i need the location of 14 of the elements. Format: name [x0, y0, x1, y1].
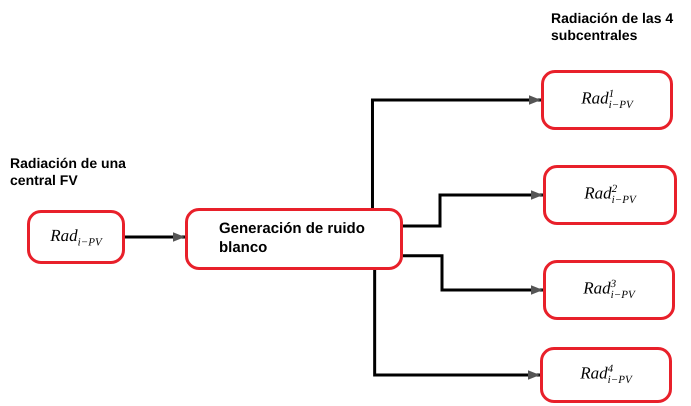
signal-box [543, 260, 675, 320]
arrow [403, 254, 543, 295]
process-box [185, 208, 403, 270]
signal-box [540, 347, 672, 403]
arrow [125, 232, 185, 242]
heading-label: Radiación de una central FV [10, 155, 127, 189]
arrow [403, 190, 543, 228]
arrow [370, 95, 541, 208]
heading-label: Radiación de las 4 subcentrales [551, 10, 674, 44]
signal-box [541, 70, 673, 130]
math-label: Rad$_{i−PV}$ [50, 226, 102, 248]
signal-box [27, 210, 125, 264]
box-label: Generación de ruido blanco [219, 220, 366, 258]
signal-box [543, 165, 677, 225]
